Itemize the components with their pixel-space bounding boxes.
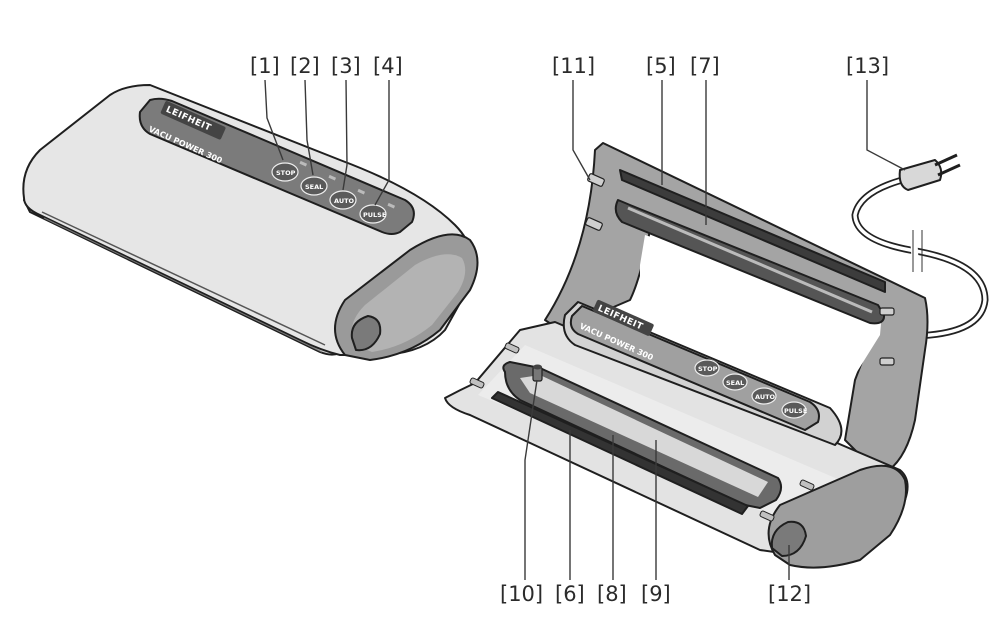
button-label-seal-open: SEAL: [726, 379, 744, 387]
button-label-stop: STOP: [276, 169, 296, 177]
open-device-button-pulse: PULSE: [781, 401, 807, 419]
leader-13: [866, 80, 906, 171]
button-label-pulse: PULSE: [363, 211, 386, 219]
button-label-auto: AUTO: [334, 197, 355, 205]
closed-device-button-stop: STOP: [271, 162, 299, 182]
callout-11: [11]: [552, 54, 595, 78]
callout-8: [8]: [597, 582, 627, 606]
leader-4: [374, 80, 390, 206]
button-label-auto-open: AUTO: [755, 393, 776, 401]
closed-device-led-4: [387, 202, 396, 209]
closed-device-button-pulse: PULSE: [359, 204, 387, 224]
lid-slot-right-2: [879, 357, 895, 366]
lid-slot-lower: [585, 217, 603, 231]
callout-5: [5]: [646, 54, 676, 78]
callout-7: [7]: [690, 54, 720, 78]
callout-6: [6]: [555, 582, 585, 606]
lid-seal-bar-inner: [627, 206, 873, 314]
leader-10: [524, 379, 538, 580]
closed-device-release-button: [350, 315, 382, 352]
open-device-button-seal: SEAL: [722, 373, 748, 391]
callout-13: [13]: [846, 54, 889, 78]
leader-3: [342, 79, 348, 191]
button-label-pulse-open: PULSE: [784, 407, 807, 415]
leader-11: [572, 80, 591, 181]
open-device-button-stop: STOP: [694, 359, 720, 377]
lid-window: [640, 235, 882, 375]
closed-device-button-auto: AUTO: [329, 190, 357, 210]
leader-1: [264, 79, 284, 161]
open-device: LEIFHEIT VACU POWER 300 STOP SEAL AUTO P…: [444, 142, 989, 569]
callout-1: [1]: [250, 54, 280, 78]
leader-lines: [264, 79, 906, 580]
closed-device-led-1: [299, 160, 308, 167]
callout-12: [12]: [768, 582, 811, 606]
vacuum-chamber: [520, 375, 768, 497]
closed-device-button-seal: SEAL: [300, 176, 328, 196]
base-slot-2: [504, 342, 520, 354]
base-slot-4: [799, 479, 815, 491]
callout-labels: [1] [2] [3] [4] [11] [5] [7] [13] [10] […: [250, 54, 889, 606]
base-slot-3: [759, 510, 775, 522]
power-plug: [898, 153, 961, 191]
callout-2: [2]: [290, 54, 320, 78]
callout-10: [10]: [500, 582, 543, 606]
closed-device: LEIFHEIT VACU POWER 300 STOP SEAL AUTO P…: [22, 84, 479, 361]
lid-slot-right-1: [879, 307, 895, 316]
button-label-seal: SEAL: [305, 183, 323, 191]
open-device-button-auto: AUTO: [751, 387, 777, 405]
closed-device-led-3: [357, 188, 366, 195]
callout-9: [9]: [641, 582, 671, 606]
callout-3: [3]: [331, 54, 361, 78]
leader-2: [304, 79, 314, 176]
callout-4: [4]: [373, 54, 403, 78]
vacuum-nozzle: [532, 364, 543, 382]
button-label-stop-open: STOP: [698, 365, 718, 373]
closed-device-seam: [41, 211, 326, 346]
lid-gasket-upper: [619, 169, 886, 293]
closed-device-seam-2: [43, 217, 323, 353]
release-button: [770, 520, 807, 557]
sealing-bar: [491, 391, 749, 515]
base-slot-1: [469, 377, 485, 389]
closed-device-led-2: [328, 174, 337, 181]
